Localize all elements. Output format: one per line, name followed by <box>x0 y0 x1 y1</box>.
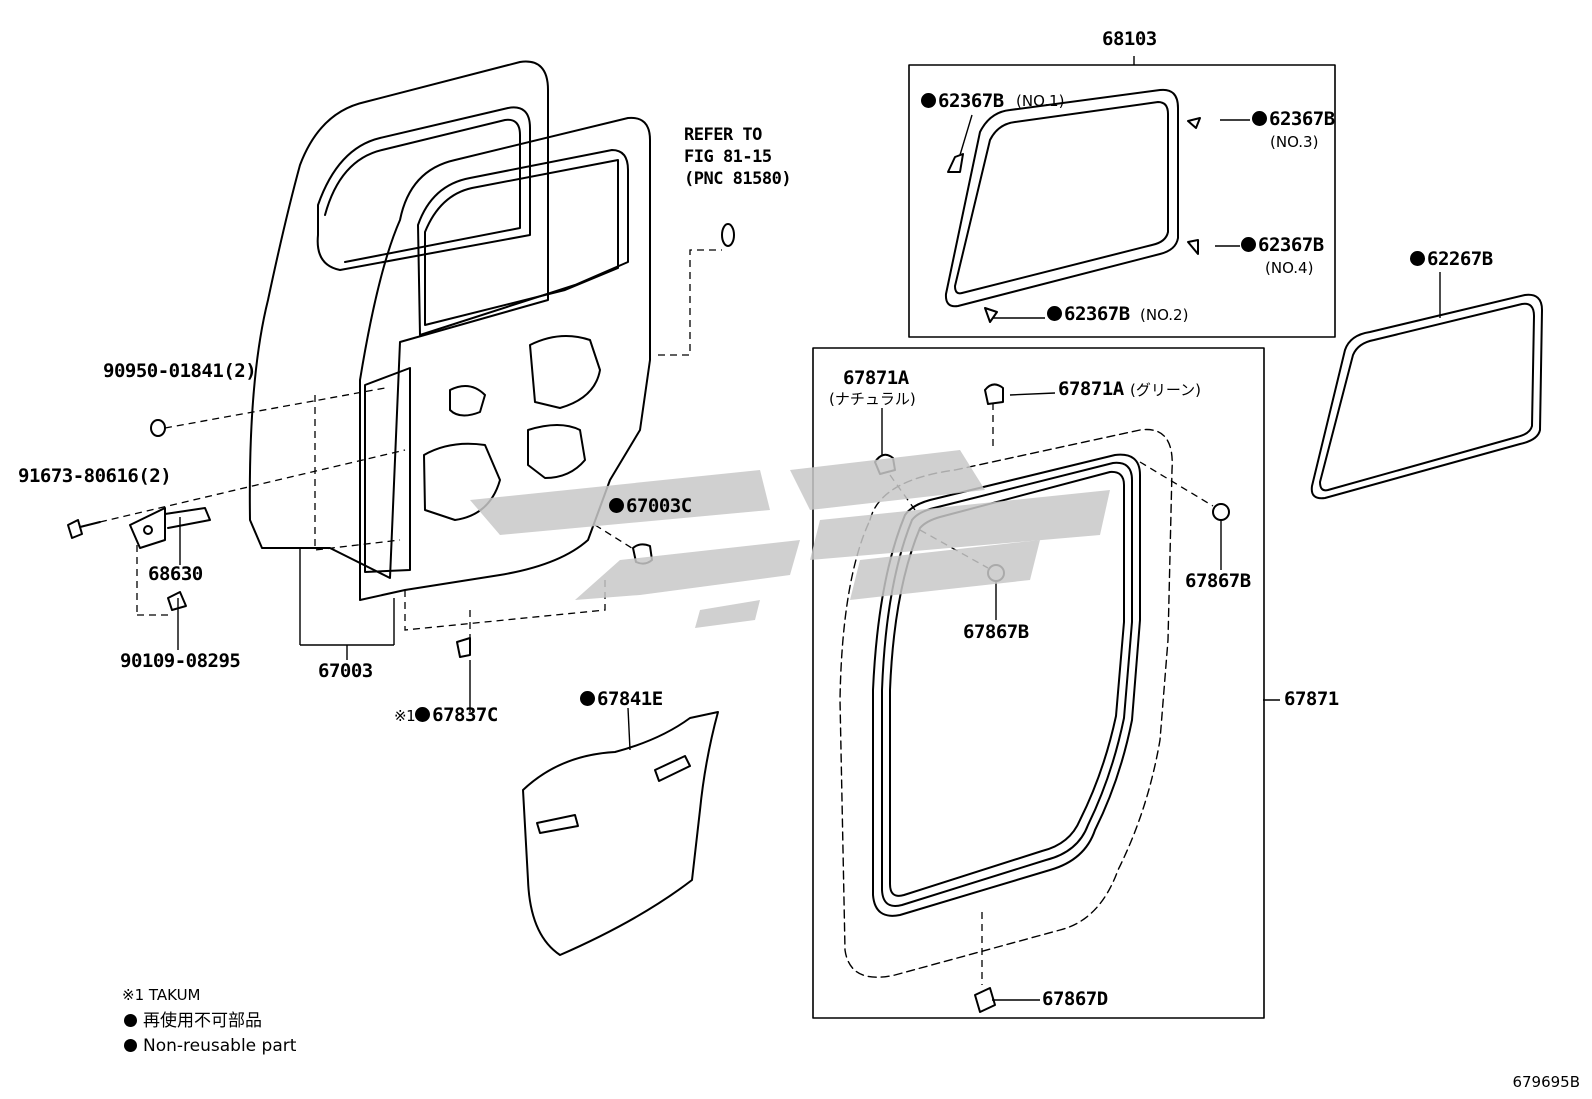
label-67841e: 67841E <box>580 690 663 709</box>
nut-90950 <box>150 419 166 437</box>
clip-67867d <box>974 987 996 1013</box>
label-62367b-no1-sub: (NO.1) <box>1016 92 1065 110</box>
clip-67837c <box>456 637 471 658</box>
non-reusable-dot-icon <box>124 1039 137 1052</box>
label-62367b-no3-sub: (NO.3) <box>1270 133 1319 151</box>
non-reusable-dot-icon <box>124 1014 137 1027</box>
label-90109-08295: 90109-08295 <box>120 650 241 672</box>
outer-door-panel <box>248 60 549 579</box>
non-reusable-dot-icon <box>921 93 936 108</box>
label-67841e-text: 67841E <box>597 688 663 710</box>
service-hole-cover-67841e <box>522 711 719 956</box>
quarter-glass-68103 <box>944 88 1179 308</box>
label-67871a-green-sub: (グリーン) <box>1130 381 1201 399</box>
label-67003: 67003 <box>318 660 373 682</box>
legend-jp-text: 再使用不可部品 <box>143 1011 262 1031</box>
bolt-91673 <box>67 519 101 539</box>
non-reusable-dot-icon <box>1252 111 1267 126</box>
label-67837c-text: 67837C <box>432 704 498 726</box>
label-67837c: ※1 67837C <box>394 706 498 725</box>
inner-door-panel <box>359 116 651 601</box>
hinge-68630 <box>129 507 211 549</box>
label-90950-01841: 90950-01841(2) <box>103 360 257 382</box>
label-62367b-no1-text: 62367B <box>938 90 1004 112</box>
label-62267b-text: 62267B <box>1427 248 1493 270</box>
label-62367b-no1: 62367B <box>921 92 1004 111</box>
label-62367b-no2-text: 62367B <box>1064 303 1130 325</box>
legend-en-text: Non-reusable part <box>143 1036 297 1056</box>
label-62367b-no4: 62367B <box>1241 236 1324 255</box>
label-68630: 68630 <box>148 563 203 585</box>
label-67003c: 67003C <box>609 497 692 516</box>
label-67867d: 67867D <box>1042 988 1108 1010</box>
label-68103: 68103 <box>1102 28 1157 50</box>
label-67871a-natural-sub: (ナチュラル) <box>829 390 916 408</box>
non-reusable-dot-icon <box>1047 306 1062 321</box>
non-reusable-dot-icon <box>609 498 624 513</box>
clip-62367b-no4 <box>1187 239 1199 255</box>
clip-62367b-no2 <box>984 307 998 323</box>
non-reusable-dot-icon <box>580 691 595 706</box>
glass-seal-62267b <box>1310 293 1543 500</box>
label-62267b: 62267B <box>1410 250 1493 269</box>
non-reusable-dot-icon <box>1410 251 1425 266</box>
non-reusable-dot-icon <box>1241 237 1256 252</box>
clip-67867b-right <box>1212 503 1230 521</box>
clip-67871a-green <box>984 383 1004 405</box>
leader-lines <box>177 56 1441 1001</box>
label-91673-80616: 91673-80616(2) <box>18 465 172 487</box>
grommet-81580 <box>721 223 735 247</box>
frame-67871 <box>812 347 1265 1019</box>
watermark-logo <box>470 450 1110 628</box>
dashed-guides <box>99 249 1214 985</box>
clip-62367b-no3 <box>1187 117 1201 129</box>
label-67871a-green: 67871A <box>1058 378 1124 400</box>
legend-en: Non-reusable part <box>124 1038 296 1055</box>
legend-takum: ※1 TAKUM <box>122 986 201 1004</box>
label-62367b-no3: 62367B <box>1252 110 1335 129</box>
frame-68103 <box>908 64 1336 338</box>
label-67867b-right: 67867B <box>1185 570 1251 592</box>
refer-note: REFER TO FIG 81-15 (PNC 81580) <box>684 125 792 189</box>
figure-number: 679695B <box>1512 1073 1580 1091</box>
label-62367b-no3-text: 62367B <box>1269 108 1335 130</box>
label-62367b-no2-sub: (NO.2) <box>1140 306 1189 324</box>
label-62367b-no4-sub: (NO.4) <box>1265 259 1314 277</box>
weatherstrip-67871 <box>872 453 1141 917</box>
label-67867b-center: 67867B <box>963 621 1029 643</box>
takum-mark: ※1 <box>394 707 416 725</box>
label-67871: 67871 <box>1284 688 1339 710</box>
label-62367b-no2: 62367B <box>1047 305 1130 324</box>
clip-62367b-no1 <box>947 153 964 173</box>
legend-jp: 再使用不可部品 <box>124 1013 262 1030</box>
label-67871a-natural: 67871A <box>843 367 909 389</box>
label-62367b-no4-text: 62367B <box>1258 234 1324 256</box>
bolt-90109 <box>167 591 187 611</box>
label-67003c-text: 67003C <box>626 495 692 517</box>
weatherstrip-flange <box>839 428 1173 978</box>
non-reusable-dot-icon <box>415 707 431 722</box>
